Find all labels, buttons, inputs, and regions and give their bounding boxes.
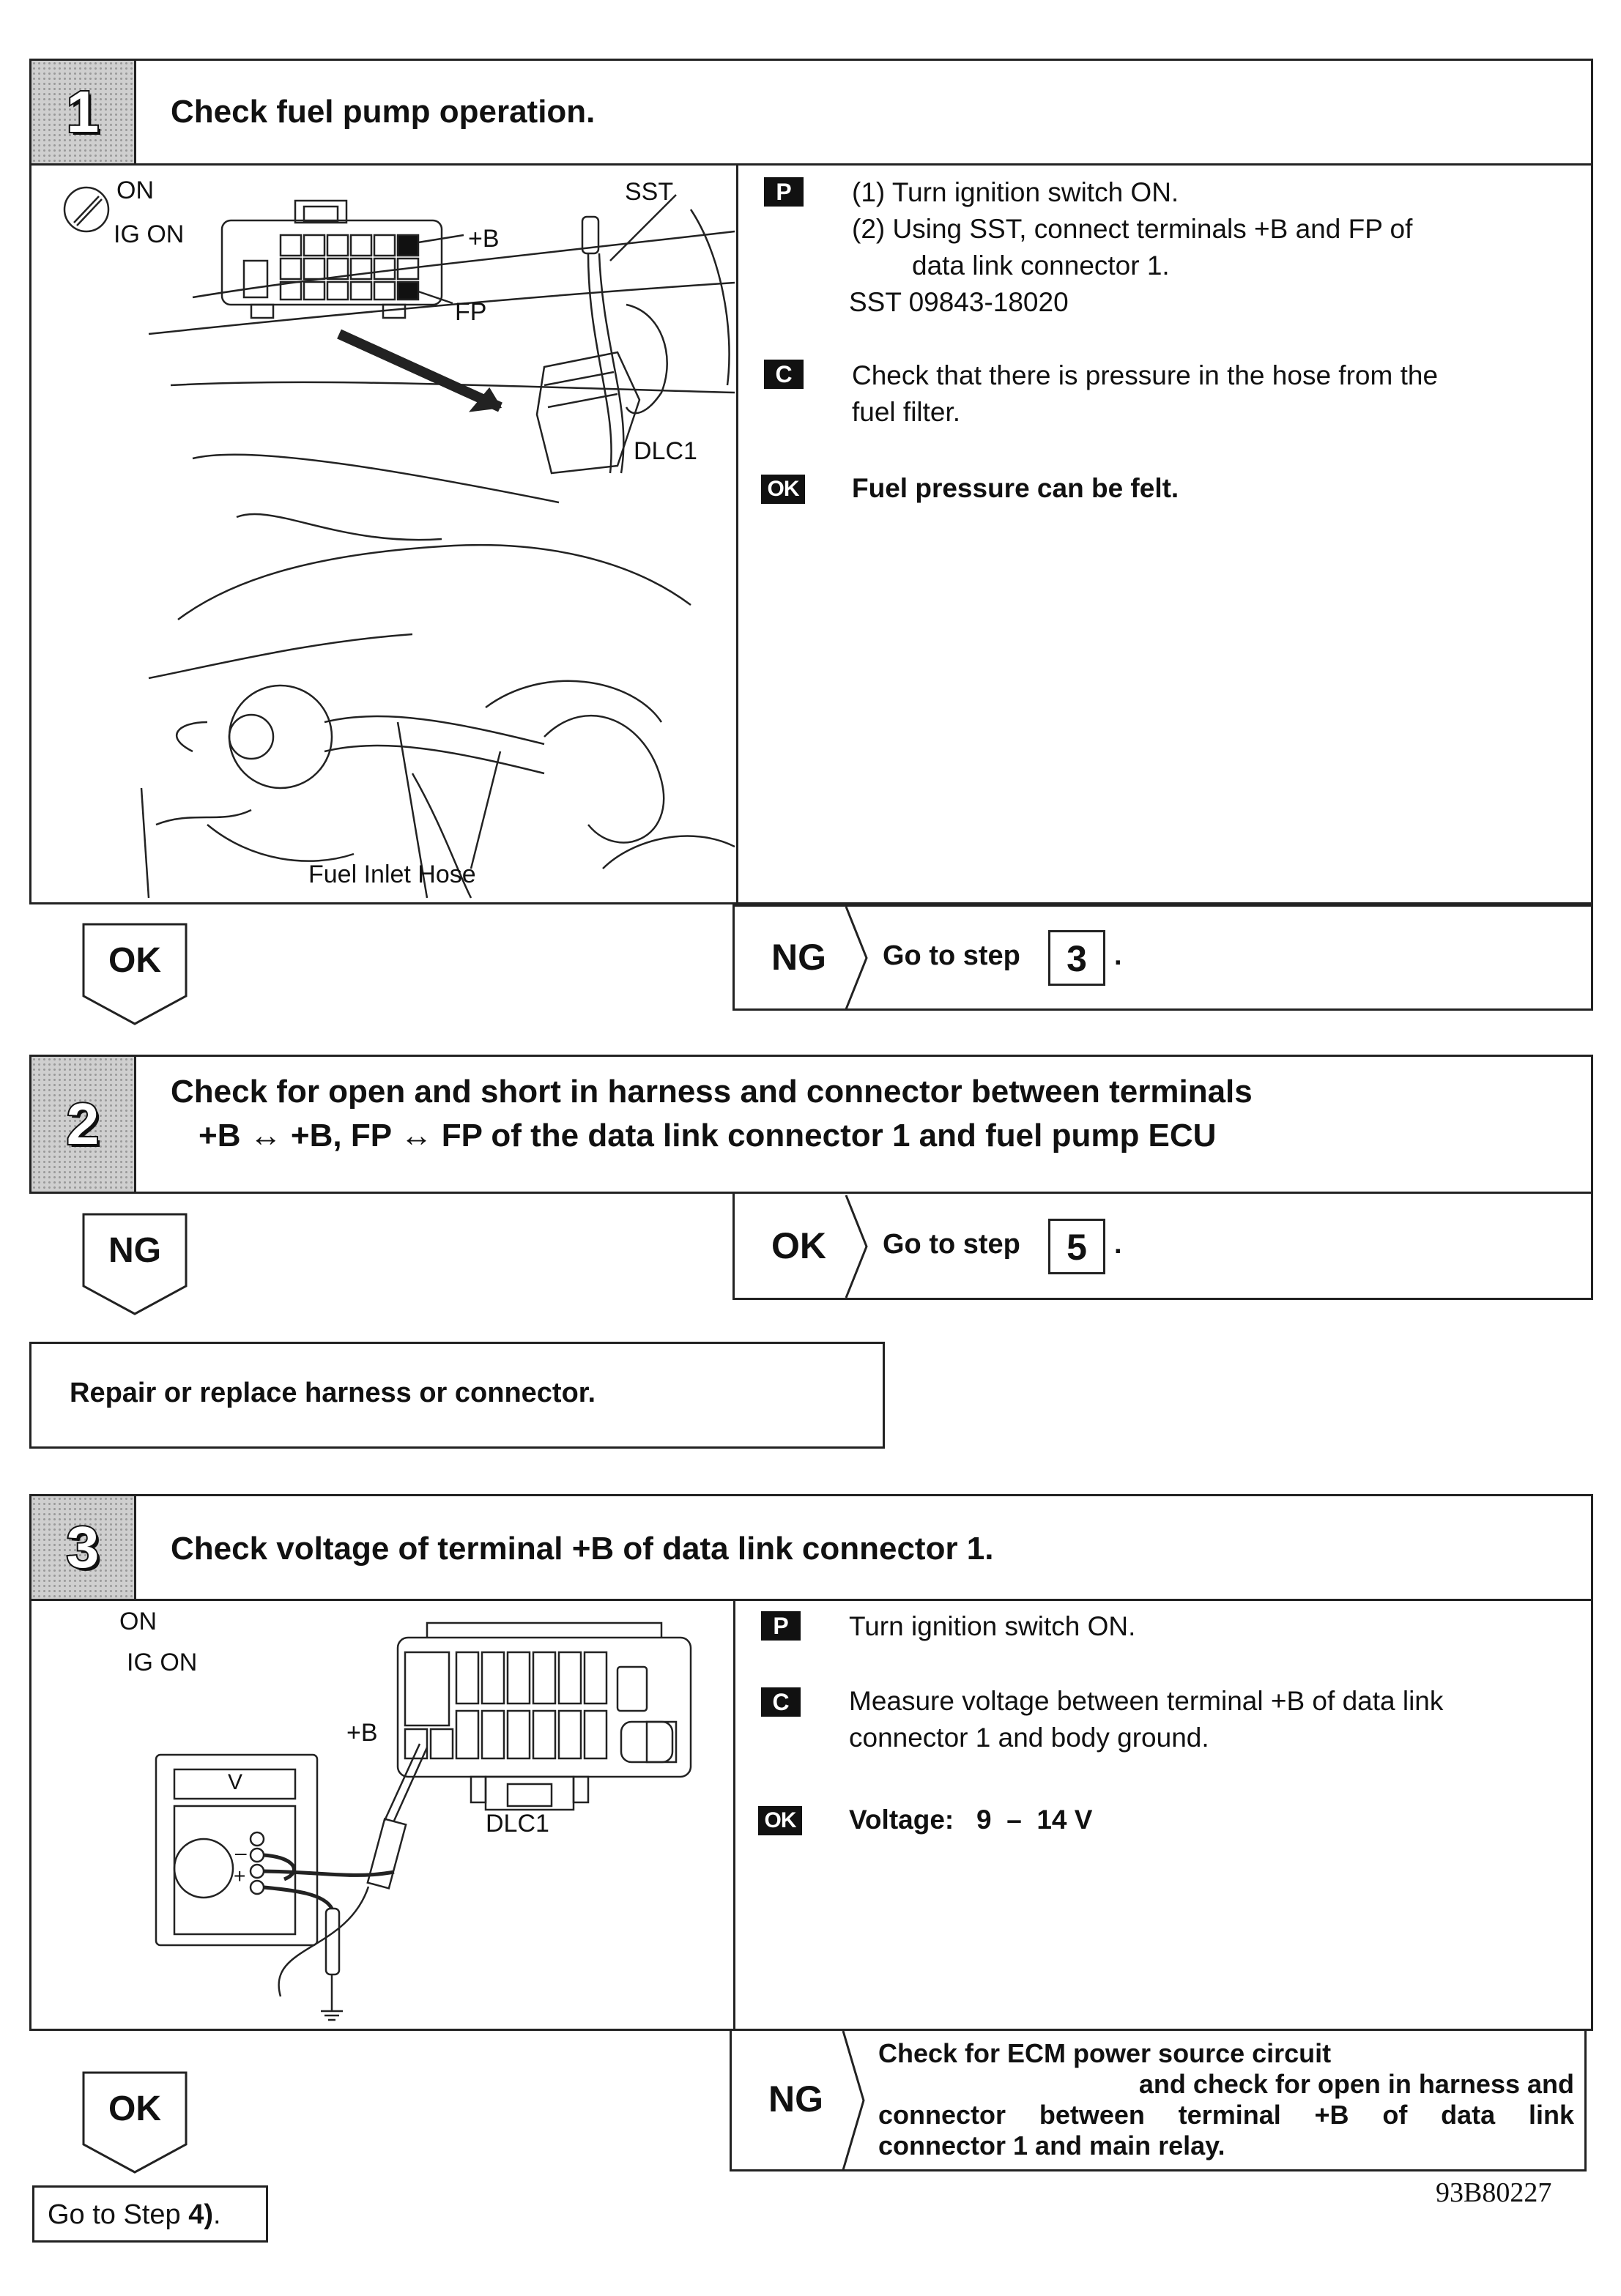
step1-ng-label: NG — [771, 937, 826, 978]
step3-body: ON IG ON +B DLC1 V – + P Turn ignition s… — [29, 1599, 1593, 2031]
step1-label-on: ON — [116, 177, 154, 204]
step1-title: Check fuel pump operation. — [171, 94, 596, 130]
step1-ng-step-box: 3 — [1048, 930, 1105, 986]
step3-go-step-box: Go to Step 4). — [32, 2185, 268, 2243]
step2-ng-badge-label: NG — [108, 1231, 161, 1270]
step1-p-tag: P — [764, 177, 804, 207]
step3-c-text: Measure voltage between terminal +B of d… — [849, 1683, 1589, 1756]
step2-number-cell: 2 — [31, 1057, 136, 1192]
step1-body: ON IG ON SST +B FP DLC1 Fuel Inlet Hose … — [29, 163, 1593, 904]
step3-c-tag: C — [761, 1687, 801, 1717]
step3-label-plus-b: +B — [346, 1719, 378, 1747]
step2-title-line2: +B ↔ +B, FP ↔ FP of the data link connec… — [199, 1118, 1217, 1153]
step1-ok-text: Fuel pressure can be felt. — [852, 473, 1179, 503]
step3-title: Check voltage of terminal +B of data lin… — [171, 1531, 994, 1567]
step3-go-step-text: Go to Step 4). — [48, 2199, 221, 2231]
step1-label-dlc1: DLC1 — [634, 437, 697, 465]
step3-c-line1: Measure voltage between terminal +B of d… — [849, 1686, 1444, 1716]
step1-label-sst: SST — [625, 178, 674, 206]
step2-ng-badge: NG — [82, 1213, 188, 1315]
step3-label-plus: + — [234, 1865, 246, 1887]
step3-illustration: ON IG ON +B DLC1 V – + — [31, 1601, 733, 2029]
step2-ok-row: OK Go to step 5 . — [732, 1192, 1593, 1300]
step1-header: 1 Check fuel pump operation. — [29, 59, 1593, 166]
step1-illustration: ON IG ON SST +B FP DLC1 Fuel Inlet Hose — [31, 166, 736, 902]
step1-label-fp: FP — [455, 298, 487, 326]
step2-repair-text: Repair or replace harness or connector. — [70, 1378, 596, 1408]
step1-ok-badge: OK — [82, 923, 188, 1025]
step3-ng-row: NG Check for ECM power source circuit an… — [730, 2029, 1587, 2171]
step1-number-cell: 1 — [31, 61, 136, 163]
step1-number: 1 — [65, 79, 101, 144]
voltmeter-illustration — [155, 1621, 692, 2021]
step2-ok-step-box: 5 — [1048, 1219, 1105, 1274]
step1-ok-tag: OK — [761, 475, 805, 504]
step2-ok-label: OK — [771, 1225, 826, 1266]
step2-header: 2 Check for open and short in harness an… — [29, 1055, 1593, 1194]
step3-p-tag: P — [761, 1611, 801, 1641]
step3-header: 3 Check voltage of terminal +B of data l… — [29, 1494, 1593, 1601]
step3-go-step-number: 4) — [188, 2199, 214, 2230]
step3-ok-badge: OK — [82, 2071, 188, 2174]
step3-go-step-prefix: Go to Step — [48, 2199, 189, 2230]
step1-label-ig-on: IG ON — [114, 220, 185, 248]
step3-ok-badge-label: OK — [108, 2089, 161, 2128]
step1-ng-row: NG Go to step 3 . — [732, 904, 1593, 1011]
figure-code: 93B80227 — [1436, 2177, 1552, 2208]
step1-c-tag: C — [764, 360, 804, 389]
step3-label-minus: – — [235, 1841, 247, 1864]
step1-ng-dot: . — [1114, 940, 1122, 971]
step3-label-v: V — [228, 1770, 243, 1794]
step3-ng-line4: connector 1 and main relay. — [878, 2130, 1225, 2161]
step3-ok-tag: OK — [758, 1806, 802, 1835]
step1-label-fuel-inlet-hose: Fuel Inlet Hose — [308, 861, 476, 888]
step1-c-text: Check that there is pressure in the hose… — [852, 357, 1584, 431]
step1-label-plus-b: +B — [468, 225, 500, 253]
step2-ok-dot: . — [1114, 1229, 1122, 1260]
step1-ok-badge-label: OK — [108, 941, 161, 980]
step1-ng-go: Go to step — [883, 940, 1020, 971]
step3-label-dlc1: DLC1 — [486, 1810, 549, 1838]
step3-c-line2: connector 1 and body ground. — [849, 1723, 1209, 1753]
fuel-pump-illustration — [63, 186, 735, 899]
step3-ng-line2: and check for open in harness and — [1138, 2069, 1574, 2099]
step2-ok-go: Go to step — [883, 1229, 1020, 1260]
step1-p-line4: SST 09843-18020 — [849, 287, 1069, 317]
step1-p-line3: data link connector 1. — [912, 250, 1170, 281]
step2-repair-box: Repair or replace harness or connector. — [29, 1342, 885, 1449]
step3-ng-line3: connector between terminal +B of data li… — [878, 2100, 1574, 2130]
step3-label-ig-on: IG ON — [127, 1649, 198, 1676]
step2-number: 2 — [65, 1091, 101, 1156]
step3-ng-text: Check for ECM power source circuit and c… — [878, 2038, 1574, 2161]
step3-label-on: ON — [119, 1608, 157, 1635]
step3-ng-label: NG — [768, 2078, 823, 2119]
step1-p-text: (1) Turn ignition switch ON. (2) Using S… — [849, 174, 1584, 321]
step3-go-step-suffix: . — [213, 2199, 221, 2230]
step3-ok-text: Voltage: 9 – 14 V — [849, 1805, 1093, 1835]
step1-p-line1: (1) Turn ignition switch ON. — [852, 177, 1179, 207]
step3-number: 3 — [65, 1515, 101, 1580]
step3-ng-line1: Check for ECM power source circuit — [878, 2038, 1332, 2068]
step3-number-cell: 3 — [31, 1496, 136, 1599]
step1-c-line2: fuel filter. — [852, 397, 961, 427]
step3-p-text: Turn ignition switch ON. — [849, 1611, 1136, 1641]
step1-p-line2: (2) Using SST, connect terminals +B and … — [852, 214, 1413, 244]
step1-c-line1: Check that there is pressure in the hose… — [852, 360, 1439, 390]
step2-title-line1: Check for open and short in harness and … — [171, 1074, 1253, 1110]
